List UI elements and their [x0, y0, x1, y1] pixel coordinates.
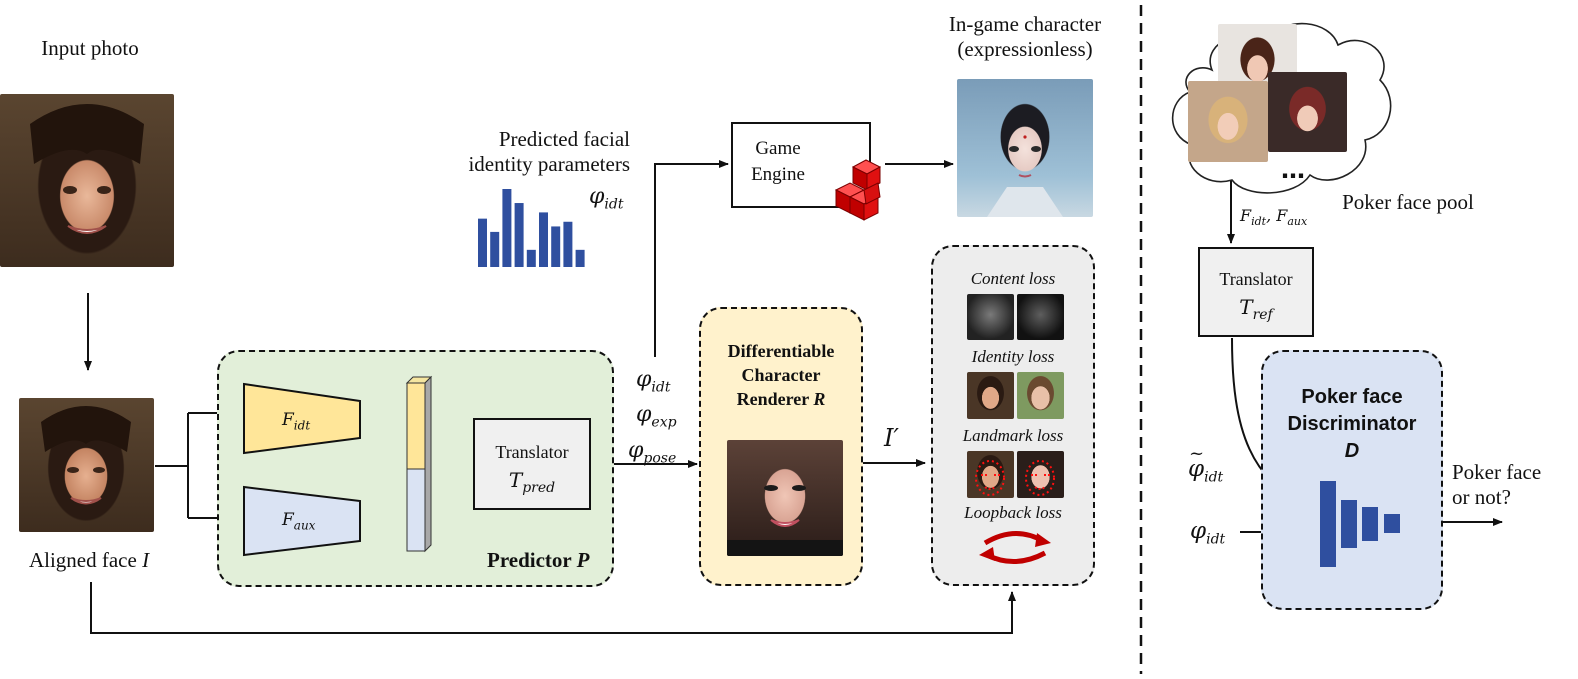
poker-face-pool-label: Poker face pool: [1342, 190, 1474, 214]
arrow-aligned-to-loss: [90, 582, 1016, 634]
phi-pose-item: φpose: [628, 437, 677, 467]
aligned-face-detail-icon: [41, 406, 131, 505]
translator-pred-symbol: Tpred: [508, 468, 556, 496]
predicted-params-label: Predicted facial identity parameters: [468, 127, 630, 176]
content-loss-thumb-2: [1017, 294, 1064, 340]
poker-face-output-label: Poker face or not?: [1452, 460, 1542, 509]
landmark-loss-thumb-1: [967, 451, 1014, 498]
content-loss-thumb-1: [967, 294, 1014, 340]
loopback-icon: [979, 530, 1051, 564]
rendered-image-symbol: I′: [884, 424, 899, 452]
aligned-face-label: Aligned face I: [14, 548, 164, 573]
pool-ellipsis: …: [1281, 156, 1305, 184]
discriminator-title: Poker face Discriminator D: [1287, 386, 1417, 462]
pool-face-2: [1188, 81, 1268, 162]
phi-idt-item: φidt: [636, 367, 671, 396]
phi-idt-disc-input: φidt: [1190, 518, 1226, 548]
pool-face-3: [1268, 72, 1347, 152]
ingame-character-label: In-game character (expressionless): [948, 12, 1102, 61]
aligned-face-symbol: I: [142, 548, 150, 572]
landmark-dots-icon: [975, 460, 1005, 496]
input-photo-face-icon: [30, 104, 144, 234]
predicted-phi-idt: φidt: [589, 184, 624, 213]
f-idt-label: Fidt: [282, 410, 311, 433]
translator-ref-title: Translator: [1219, 269, 1293, 289]
aligned-face-photo: [19, 398, 154, 532]
renderer-group: Differentiable Character Renderer R: [699, 307, 863, 586]
input-photo: [0, 94, 174, 267]
phi-exp-item: φexp: [636, 402, 677, 431]
input-photo-label: Input photo: [41, 36, 139, 60]
translator-pred-box: Translator Tpred: [473, 418, 591, 510]
translator-ref-symbol: Tref: [1239, 295, 1273, 323]
ingame-character-photo: [957, 79, 1093, 217]
landmark-dots-icon-2: [1025, 460, 1055, 496]
rendered-face-detail-icon: [727, 485, 843, 556]
f-aux-label: Faux: [282, 510, 316, 533]
ingame-character-detail-icon: [987, 135, 1063, 217]
discriminator-group: Poker face Discriminator D: [1261, 350, 1443, 610]
pool-feature-labels: Fidt, Faux: [1240, 206, 1308, 229]
translator-ref-box: Translator Tref: [1198, 247, 1314, 337]
translator-pred-title: Translator: [495, 442, 569, 462]
loopback-loss-label: Loopback loss: [964, 503, 1062, 522]
renderer-title: Differentiable Character Renderer R: [727, 341, 835, 409]
aligned-face-text: Aligned face: [28, 548, 137, 572]
landmark-loss-label: Landmark loss: [962, 426, 1064, 445]
phi-stack: φidt φexp φpose: [628, 366, 677, 472]
identity-loss-thumb-2: [1017, 372, 1064, 419]
landmark-loss-thumb-2: [1017, 451, 1064, 498]
rendered-face-photo: [727, 440, 843, 556]
identity-loss-thumb-1: [967, 372, 1014, 419]
predictor-label: Predictor P: [487, 548, 590, 572]
loss-group: Content loss Identity loss Landmark loss…: [931, 245, 1095, 586]
game-engine-box: Game Engine: [731, 122, 871, 208]
arrow-to-game-engine: [654, 160, 729, 357]
phi-tilde-idt: φ~idt: [1188, 443, 1224, 486]
content-loss-label: Content loss: [970, 269, 1056, 288]
identity-loss-label: Identity loss: [971, 347, 1055, 366]
game-engine-title: Game Engine: [751, 138, 805, 185]
